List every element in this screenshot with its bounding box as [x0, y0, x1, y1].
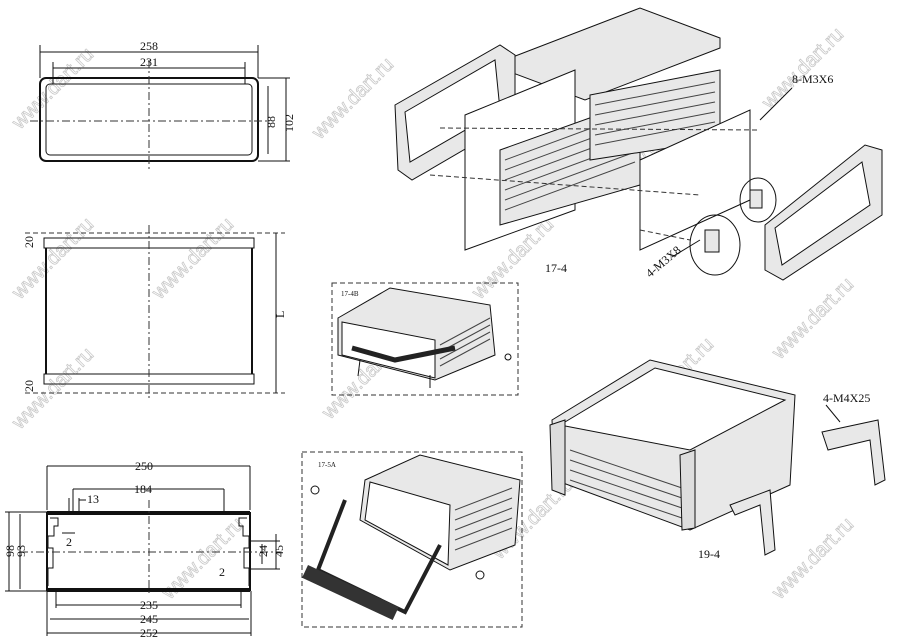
dim-93: 93 — [14, 545, 28, 557]
dim-24: 24 — [256, 545, 270, 557]
dim-13: 13 — [87, 492, 99, 506]
dim-231: 231 — [140, 55, 158, 69]
dim-245: 245 — [140, 612, 158, 626]
watermark: www.dart.ru — [7, 213, 98, 304]
watermark: www.dart.ru — [767, 273, 858, 364]
dim-88: 88 — [264, 116, 278, 128]
watermark: www.dart.ru — [147, 213, 238, 304]
inset-label-17-5a: 17-5A — [318, 461, 336, 469]
exploded-view: 8-M3X6 4-M3X8 17-4 — [394, 7, 883, 281]
profile-view: 250 184 13 2 2 24 45 98 93 235 245 252 — [3, 459, 286, 640]
watermark: www.dart.ru — [757, 23, 848, 114]
dim-2-right: 2 — [219, 565, 225, 579]
watermark: www.dart.ru — [7, 343, 98, 434]
inset-17-5a: 17-5A — [301, 451, 523, 628]
dim-2-left: 2 — [66, 535, 72, 549]
dim-top-cap-20: 20 — [22, 236, 36, 248]
label-screws-4-m3x8: 4-M3X8 — [643, 243, 684, 280]
dim-184: 184 — [134, 482, 152, 496]
label-screws-4-m4x25: 4-M4X25 — [823, 391, 870, 405]
dim-250: 250 — [135, 459, 153, 473]
dim-235: 235 — [140, 598, 158, 612]
label-screws-8-m3x6: 8-M3X6 — [792, 72, 833, 86]
dim-bottom-cap-20: 20 — [22, 380, 36, 392]
dim-102: 102 — [282, 114, 296, 132]
inset-17-4b: 17-4B — [331, 282, 519, 396]
dim-45: 45 — [272, 545, 286, 557]
model-label-19-4: 19-4 — [698, 547, 720, 561]
front-view: 258 231 88 102 — [30, 39, 296, 170]
side-view: 20 20 L — [22, 225, 287, 400]
dim-98: 98 — [3, 545, 17, 557]
model-label-17-4: 17-4 — [545, 261, 567, 275]
dim-length-L: L — [273, 311, 287, 318]
watermark: www.dart.ru — [767, 513, 858, 604]
watermark: www.dart.ru — [307, 53, 398, 144]
dim-252: 252 — [140, 626, 158, 640]
dim-258: 258 — [140, 39, 158, 53]
assembled-view: 4-M4X25 19-4 — [549, 359, 886, 561]
inset-label-17-4b: 17-4B — [341, 290, 359, 298]
